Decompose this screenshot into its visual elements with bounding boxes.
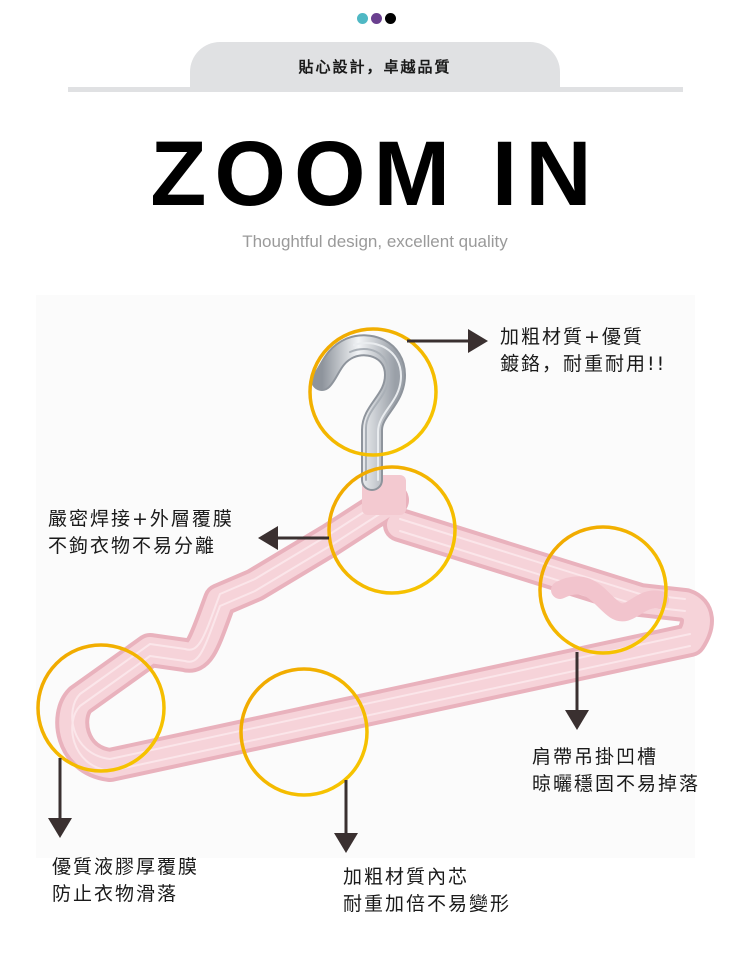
- zoom-circle-weld: [327, 465, 457, 595]
- zoom-circle-shoulder: [538, 525, 668, 655]
- callout-line: 晾曬穩固不易掉落: [532, 773, 701, 795]
- arrow-left-icon: [258, 526, 329, 550]
- callout-end: 優質液膠厚覆膜 防止衣物滑落: [52, 854, 199, 908]
- arrow-down-icon: [334, 780, 358, 853]
- page-subtitle: Thoughtful design, excellent quality: [242, 232, 508, 251]
- dot-black: [385, 13, 396, 24]
- section-tab: 貼心設計，卓越品質: [190, 42, 560, 92]
- callout-line: 加粗材質+優質: [500, 326, 644, 348]
- callout-line: 不鉤衣物不易分離: [48, 535, 217, 557]
- zoom-circle-end: [36, 643, 166, 773]
- callout-shoulder: 肩帶吊掛凹槽 晾曬穩固不易掉落: [532, 744, 700, 798]
- callout-line: 肩帶吊掛凹槽: [532, 746, 659, 768]
- callout-line: 防止衣物滑落: [52, 883, 179, 905]
- callout-line: 耐重加倍不易變形: [343, 893, 512, 915]
- arrow-right-icon: [407, 329, 488, 353]
- arrow-down-icon: [48, 758, 72, 838]
- zoom-circles: [36, 327, 668, 797]
- arrows: [48, 329, 589, 853]
- hanger-hook: [311, 334, 407, 491]
- dot-teal: [357, 13, 368, 24]
- dot-purple: [371, 13, 382, 24]
- section-tab-label: 貼心設計，卓越品質: [298, 58, 452, 76]
- callout-line: 加粗材質內芯: [343, 866, 470, 888]
- arrow-down-icon: [565, 652, 589, 730]
- hanger-body: [55, 475, 714, 782]
- callout-hook: 加粗材質+優質 鍍鉻，耐重耐用!!: [500, 324, 666, 378]
- callout-line: 嚴密焊接+外層覆膜: [48, 508, 234, 530]
- section-divider: [68, 87, 683, 92]
- callout-line: 優質液膠厚覆膜: [52, 856, 200, 878]
- decorative-dots: [357, 13, 396, 24]
- page-title: ZOOM IN: [150, 123, 600, 225]
- callout-core: 加粗材質內芯 耐重加倍不易變形: [343, 864, 511, 918]
- zoom-circle-core: [239, 667, 369, 797]
- callout-line: 鍍鉻，耐重耐用!!: [500, 353, 667, 375]
- zoom-circle-hook: [308, 327, 438, 457]
- callout-weld: 嚴密焊接+外層覆膜 不鉤衣物不易分離: [48, 506, 234, 560]
